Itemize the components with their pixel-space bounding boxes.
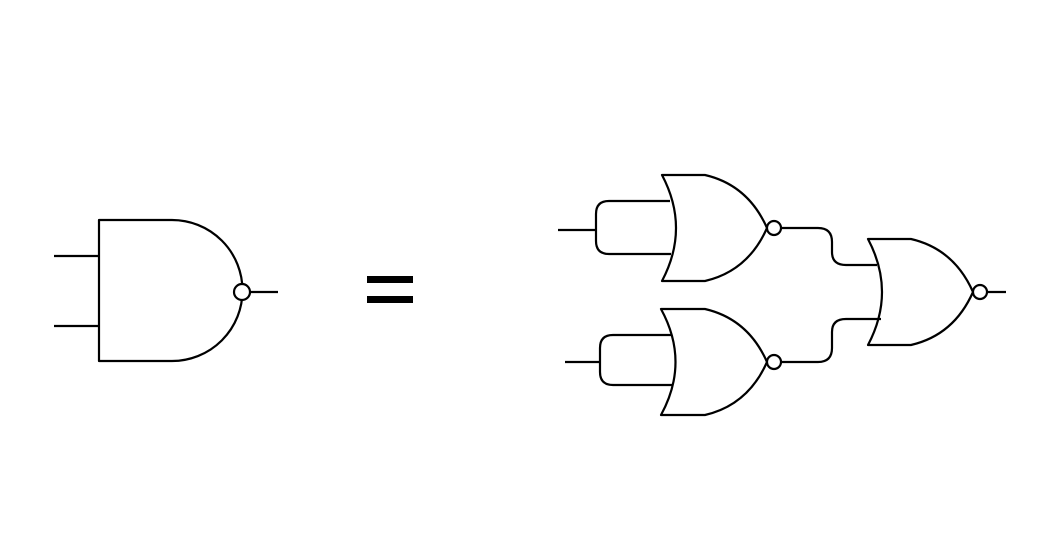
nor-output-bubble bbox=[971, 283, 989, 301]
nor-gate-top bbox=[558, 173, 877, 283]
nor-top-body bbox=[660, 173, 769, 283]
nor-bottom-body bbox=[659, 307, 769, 417]
nor-top-output-wire bbox=[781, 226, 877, 267]
nor-gate-output bbox=[866, 237, 1006, 347]
equals-sign bbox=[367, 276, 413, 303]
nor-top-output-bubble bbox=[765, 219, 783, 237]
nand-gate bbox=[54, 218, 278, 363]
nand-output-bubble bbox=[232, 282, 252, 302]
equals-bar-bottom bbox=[367, 296, 413, 303]
nor-output-body bbox=[866, 237, 975, 347]
nor-bottom-output-bubble bbox=[765, 353, 783, 371]
nor-bottom-output-wire bbox=[781, 317, 881, 364]
equals-bar-top bbox=[367, 276, 413, 283]
nor-gate-bottom bbox=[565, 307, 881, 417]
nand-gate-body bbox=[97, 218, 244, 363]
nor-bottom-input-wire bbox=[565, 333, 672, 387]
nor-top-input-wire bbox=[558, 199, 671, 256]
